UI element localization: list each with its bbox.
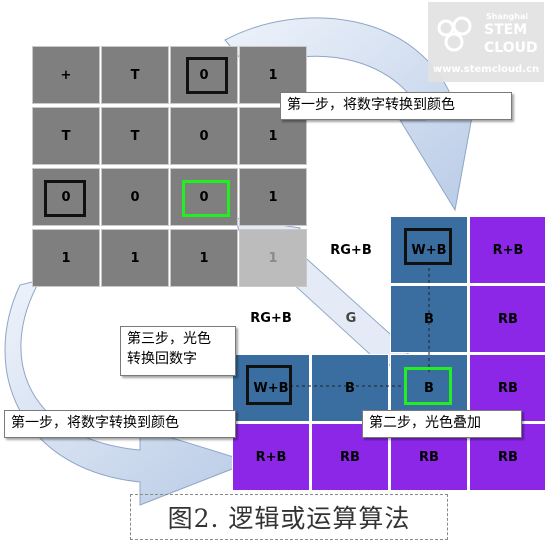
highlight-box-number-left: [44, 180, 86, 217]
callout-step1-top: 第一步，将数字转换到颜色: [280, 92, 512, 120]
number-cell: 1: [32, 229, 100, 287]
callout-step1-bottom: 第一步，将数字转换到颜色: [4, 410, 236, 438]
color-label-g: G: [345, 310, 357, 326]
color-cell: RB: [469, 285, 545, 353]
number-cell: 0: [101, 168, 169, 226]
number-cell: T: [101, 107, 169, 165]
number-cell: 0: [32, 168, 100, 226]
color-cell: W+B: [390, 216, 468, 284]
logo-brand-line1: STEM: [484, 22, 528, 38]
number-cell: 1: [101, 229, 169, 287]
highlight-box-color-result: [404, 367, 452, 405]
number-cell: +: [32, 46, 100, 104]
figure-caption: 图2. 逻辑或运算算法: [130, 494, 448, 540]
color-cell: R+B: [469, 216, 545, 284]
number-cell: 1: [170, 229, 238, 287]
stemcloud-logo: Shanghai STEM CLOUD www.stemcloud.cn: [428, 2, 544, 82]
logo-url: www.stemcloud.cn: [432, 64, 540, 75]
highlight-box-color-top: [404, 228, 452, 265]
color-cell: R+B: [232, 423, 310, 491]
number-cell: 0: [170, 107, 238, 165]
logo-city: Shanghai: [486, 12, 529, 21]
color-label-mid: RG+B: [250, 310, 292, 326]
highlight-box-number-result: [182, 180, 230, 217]
number-cell: 1: [239, 168, 307, 226]
number-cell: T: [101, 46, 169, 104]
callout-step3: 第三步，光色 转换回数字: [120, 326, 236, 376]
callout-step3-line2: 转换回数字: [127, 351, 197, 367]
callout-step3-line1: 第三步，光色: [127, 331, 211, 347]
bottom-arc-arrow: [4, 279, 252, 506]
logo-emblem-icon: [437, 16, 472, 52]
number-cell: T: [32, 107, 100, 165]
highlight-box-color-left: [246, 365, 292, 405]
highlight-box-number-top: [186, 57, 228, 94]
number-cell: 1: [239, 229, 307, 287]
logo-brand-line2: CLOUD: [484, 40, 538, 56]
color-label-top: RG+B: [330, 242, 372, 258]
callout-step2: 第二步，光色叠加: [362, 410, 522, 438]
